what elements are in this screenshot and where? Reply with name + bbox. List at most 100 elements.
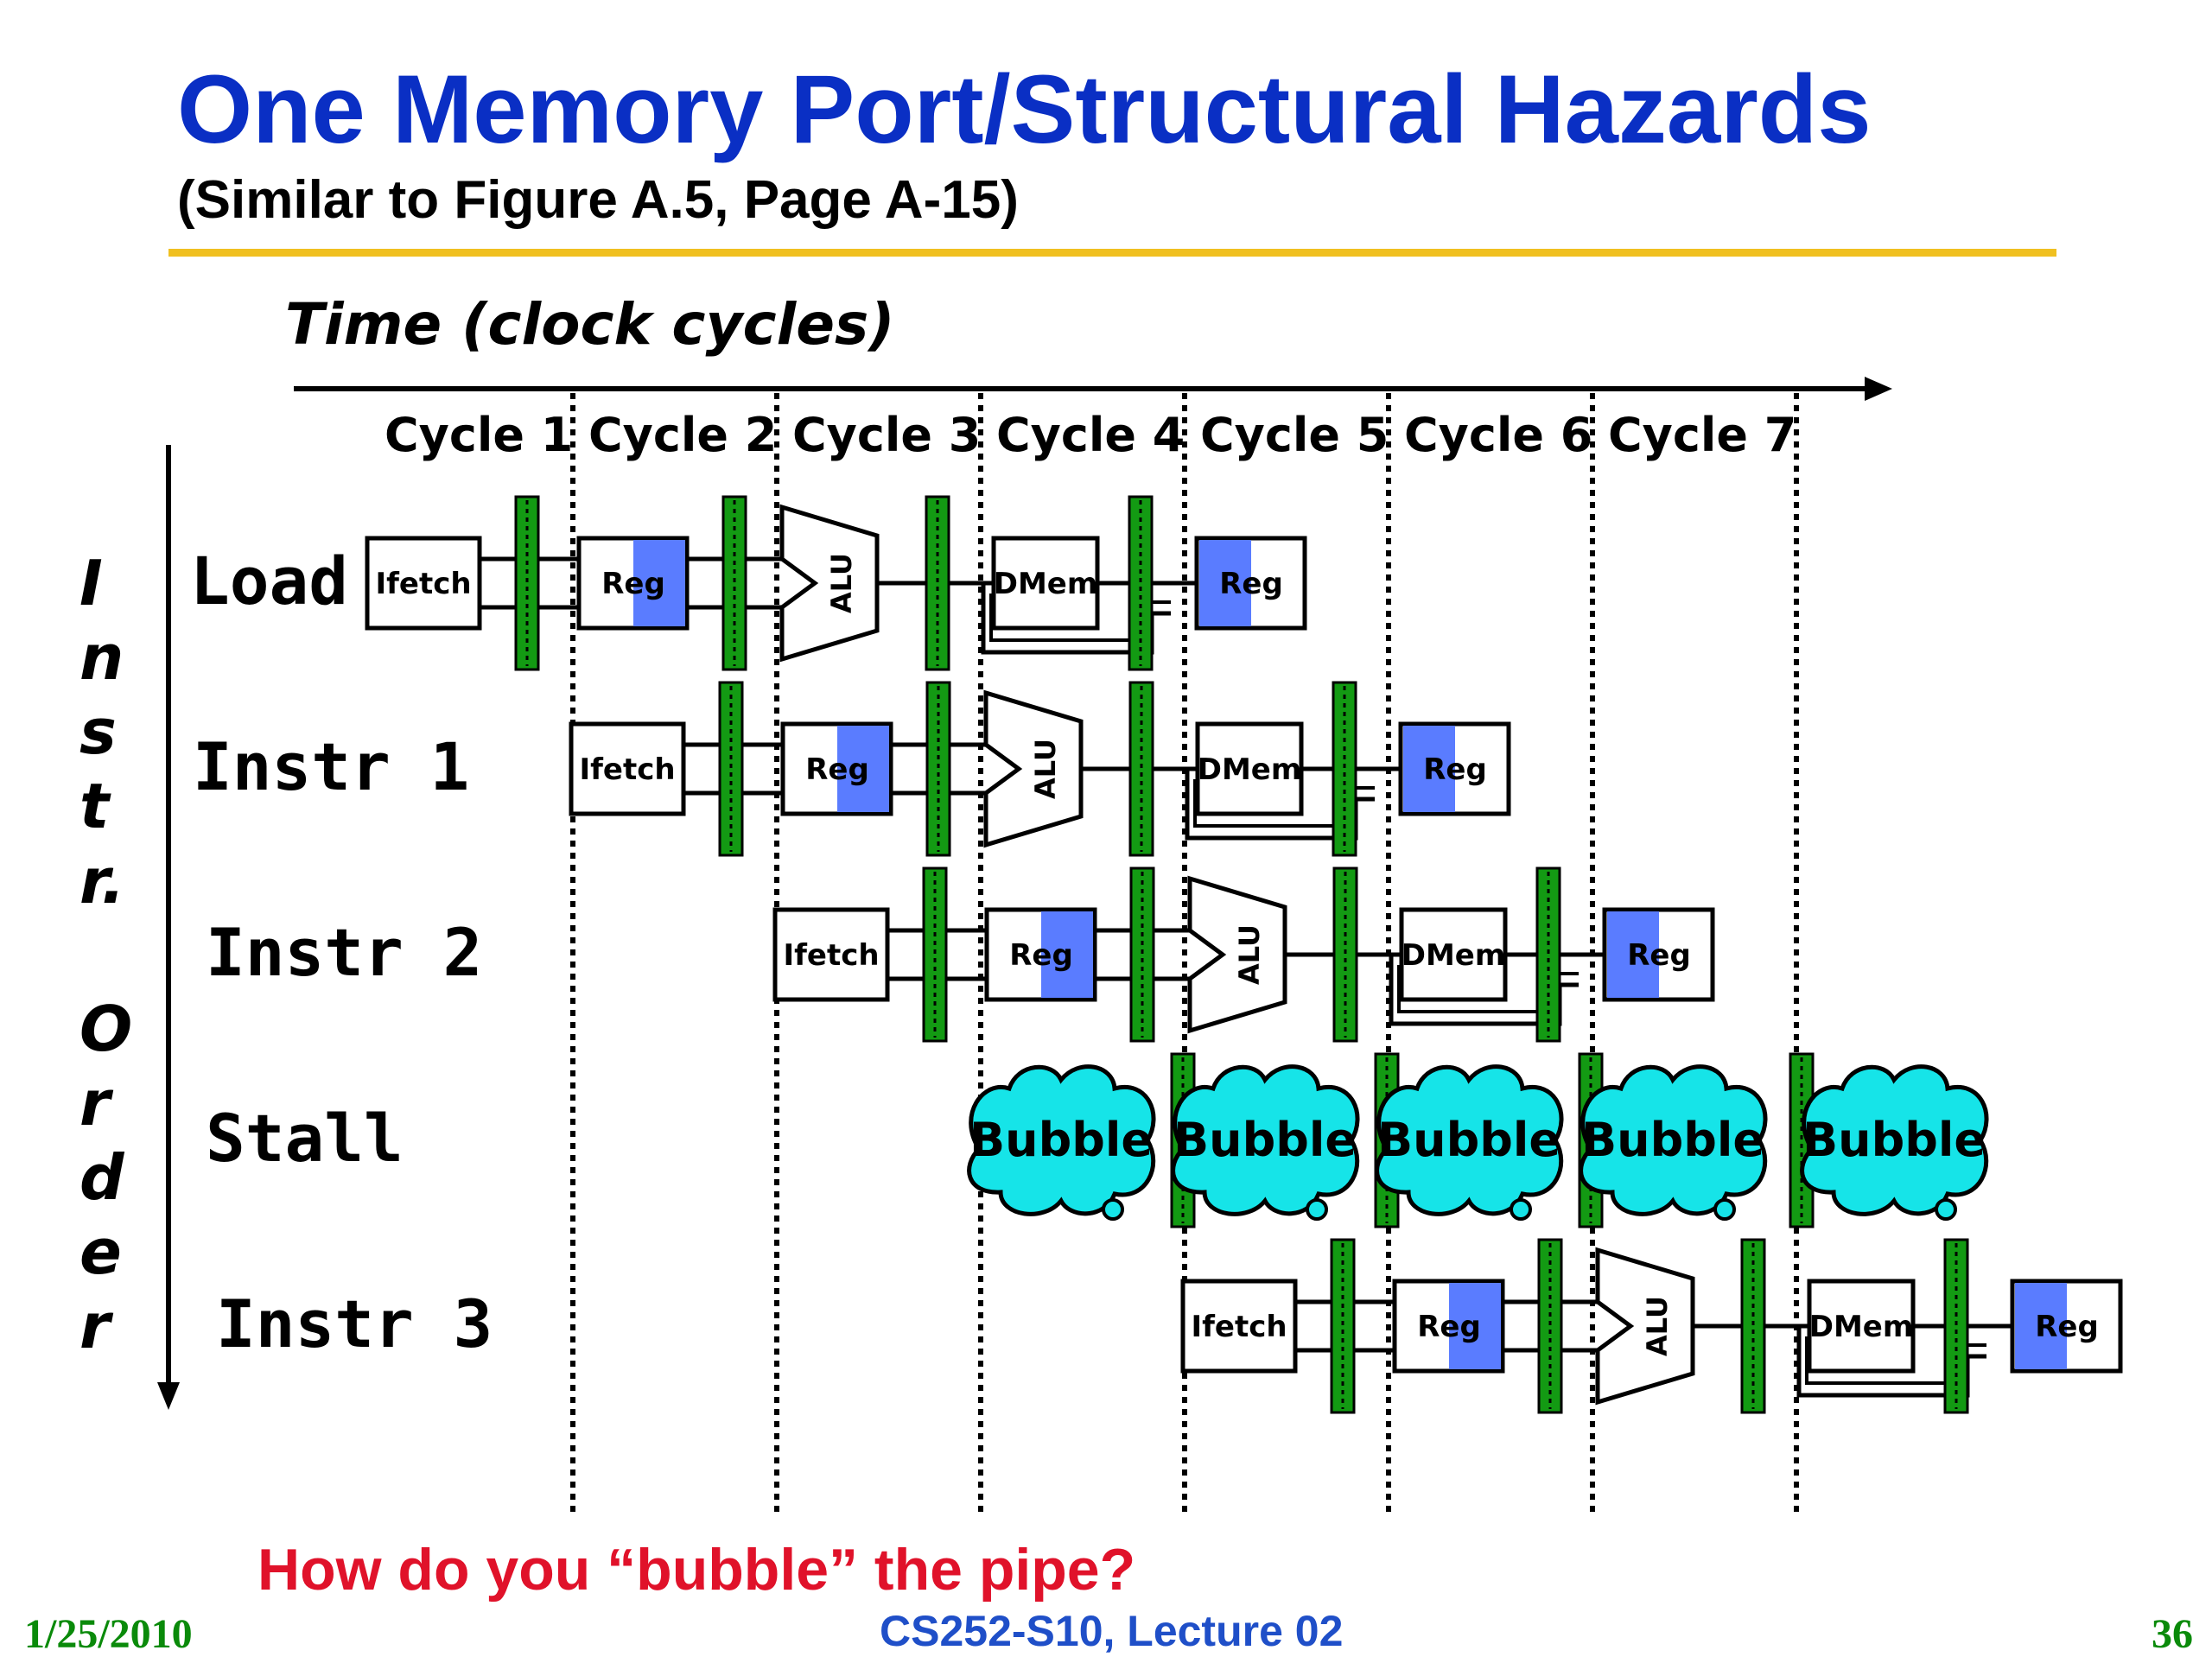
- ifetch-label: Ifetch: [579, 752, 675, 787]
- latch-bar: [718, 681, 744, 857]
- reg-read-half: [1449, 1283, 1501, 1369]
- reg-label: Reg: [1417, 1310, 1481, 1344]
- time-axis-arrowhead: [1865, 377, 1892, 401]
- latch-bar: [1128, 681, 1154, 857]
- ifetch-stage: [365, 536, 482, 631]
- pipeline-latch: [1129, 866, 1155, 1043]
- footer-page-number: 36: [2152, 1611, 2193, 1657]
- pipeline-latch: [718, 681, 744, 857]
- cycle-label: Cycle 6: [1404, 408, 1592, 462]
- reg-read-half: [837, 726, 889, 812]
- latch-bar: [1332, 866, 1358, 1043]
- cycle-label: Cycle 3: [792, 408, 981, 462]
- alu-stage: [779, 504, 880, 663]
- bubble-tail: [1935, 1198, 1957, 1221]
- order-letter: O: [79, 993, 132, 1065]
- title-underline: [168, 249, 2056, 257]
- row-label: Instr 2: [206, 914, 482, 991]
- latch-bar: [1943, 1238, 1969, 1414]
- order-letter: r: [79, 1067, 114, 1139]
- row-label: Instr 3: [216, 1285, 493, 1362]
- bubble-label: Bubble: [1377, 1113, 1560, 1167]
- order-letter: t: [79, 770, 111, 842]
- pipeline-latch: [1128, 681, 1154, 857]
- bubble-cloud: [967, 1064, 1156, 1216]
- order-letter: r: [79, 1290, 114, 1362]
- dmem-label: DMem: [1402, 938, 1506, 973]
- time-axis-label: Time (clock cycles): [285, 291, 895, 358]
- bubble-label: Bubble: [969, 1113, 1153, 1167]
- cycle-label: Cycle 4: [996, 408, 1185, 462]
- pipeline-latch: [1535, 866, 1561, 1043]
- latch-bar: [721, 495, 747, 671]
- order-letter: d: [79, 1141, 125, 1214]
- bubble-cloud: [1171, 1064, 1360, 1216]
- pipeline-latch: [925, 681, 951, 857]
- reg-read-half: [1041, 911, 1093, 998]
- latch-bar: [925, 681, 951, 857]
- pipeline-row: Instr 1 Ifetch Reg ALU DMem Reg: [193, 681, 1511, 857]
- alu-stage: [983, 689, 1084, 848]
- bubble-cloud: [1800, 1064, 1989, 1216]
- bubble-cloud: [1579, 1064, 1768, 1216]
- latch-bar: [1740, 1238, 1766, 1414]
- cycle-label: Cycle 7: [1608, 408, 1796, 462]
- cycle-boundaries: [570, 393, 1799, 1516]
- bubble-tail: [1510, 1198, 1532, 1221]
- cycle-label: Cycle 2: [588, 408, 777, 462]
- bubble: Bubble: [1800, 1064, 1989, 1221]
- ifetch-stage: [569, 721, 686, 816]
- latch-bar: [1129, 866, 1155, 1043]
- alu-label: ALU: [1641, 1296, 1674, 1356]
- slide-title: One Memory Port/Structural Hazards: [177, 55, 1872, 163]
- latch-bar: [1535, 866, 1561, 1043]
- pipeline-latch: [922, 866, 948, 1043]
- order-letter: n: [79, 621, 124, 694]
- reg-label: Reg: [1423, 752, 1487, 787]
- latch-bar: [1537, 1238, 1563, 1414]
- row-label: Instr 1: [193, 728, 469, 805]
- ifetch-label: Ifetch: [783, 938, 879, 973]
- bubble-cloud: [1375, 1064, 1564, 1216]
- pipeline-latch: [925, 495, 950, 671]
- dmem-label: DMem: [1198, 752, 1302, 787]
- footer-course: CS252-S10, Lecture 02: [880, 1607, 1343, 1655]
- footer-date: 1/25/2010: [24, 1611, 193, 1657]
- pipeline-latch: [1332, 866, 1358, 1043]
- pipeline-latch: [1330, 1238, 1356, 1414]
- ifetch-stage: [1180, 1279, 1298, 1374]
- latch-bar: [1330, 1238, 1356, 1414]
- cycle-label: Cycle 5: [1200, 408, 1389, 462]
- reg-read-half: [633, 540, 685, 626]
- bubble-question: How do you “bubble” the pipe?: [257, 1537, 1135, 1603]
- alu-label: ALU: [1029, 739, 1062, 799]
- order-letter: e: [79, 1216, 122, 1288]
- pipeline-latch: [1128, 495, 1154, 671]
- bubble: Bubble: [1375, 1064, 1564, 1221]
- reg-write-half: [1403, 726, 1455, 812]
- bubble-label: Bubble: [1802, 1113, 1986, 1167]
- bubble-label: Bubble: [1173, 1113, 1357, 1167]
- bubble-tail: [1306, 1198, 1328, 1221]
- pipeline-latch: [1332, 681, 1357, 857]
- dmem-stage: [1399, 907, 1508, 1002]
- reg-label: Reg: [2035, 1310, 2099, 1344]
- ifetch-label: Ifetch: [375, 567, 471, 601]
- latch-bar: [1332, 681, 1357, 857]
- pipeline-latch: [721, 495, 747, 671]
- order-letter: I: [79, 547, 103, 619]
- bubble-tail: [1713, 1198, 1736, 1221]
- alu-stage: [1595, 1247, 1695, 1406]
- bubble: Bubble: [1579, 1064, 1768, 1221]
- ifetch-label: Ifetch: [1191, 1310, 1287, 1344]
- bubble-label: Bubble: [1581, 1113, 1764, 1167]
- reg-write-half: [1607, 911, 1659, 998]
- reg-label: Reg: [805, 752, 869, 787]
